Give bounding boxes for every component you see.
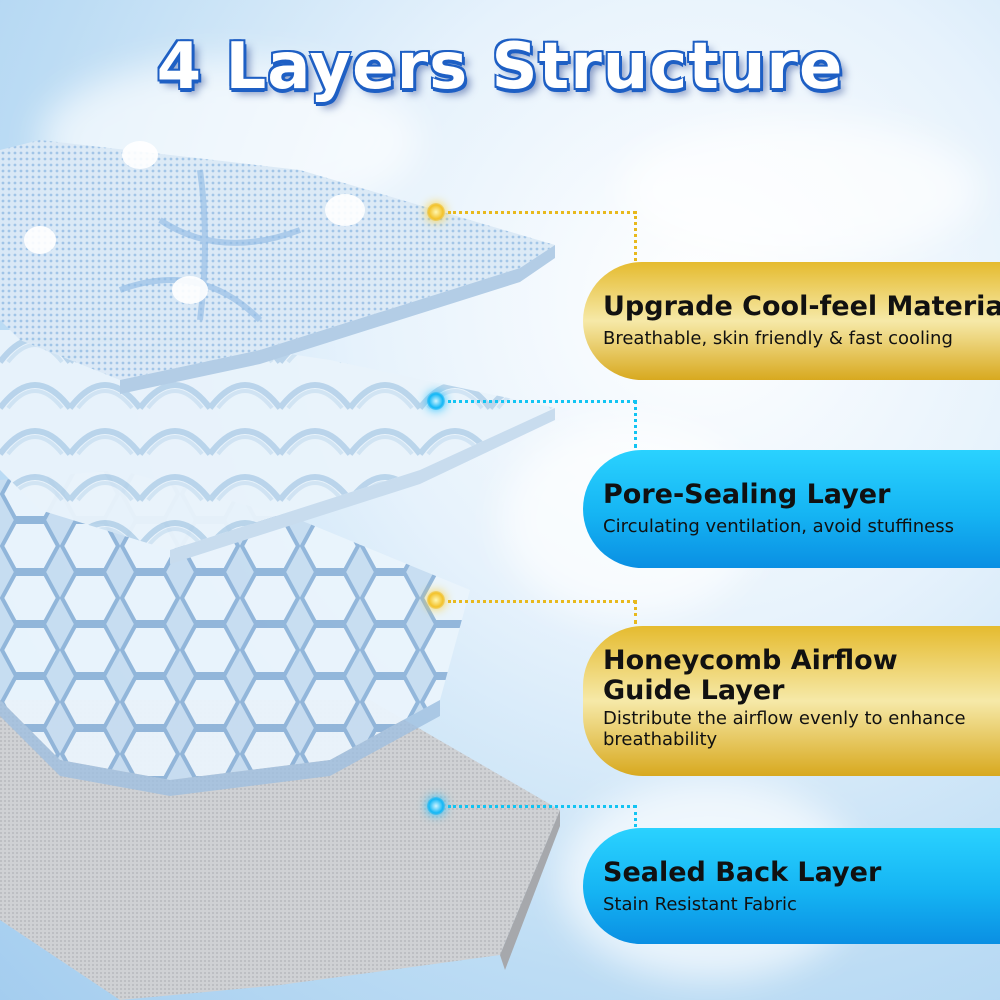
callout-dot-2 (427, 392, 445, 410)
cool-feel-layer-sheet (0, 140, 555, 394)
callout-line-2-vertical (634, 400, 637, 448)
layer-heading: Sealed Back Layer (603, 857, 882, 888)
layer-heading: Pore-Sealing Layer (603, 479, 891, 510)
callout-line-3-vertical (634, 600, 637, 624)
callout-line-4-vertical (634, 805, 637, 827)
layer-description: Breathable, skin friendly & fast cooling (603, 328, 953, 349)
callout-dot-3 (427, 591, 445, 609)
layer-panel-cool-feel: Upgrade Cool-feel Material Breathable, s… (583, 262, 1000, 380)
sparkle (122, 141, 158, 169)
callout-line-1-vertical (634, 211, 637, 261)
callout-dot-1 (427, 203, 445, 221)
layer-heading: Upgrade Cool-feel Material (603, 291, 1000, 322)
sparkle (172, 276, 208, 304)
layer-panel-pore-sealing: Pore-Sealing Layer Circulating ventilati… (583, 450, 1000, 568)
callout-line-3 (448, 600, 636, 603)
layer-heading: Honeycomb Airflow Guide Layer (603, 645, 898, 706)
callout-line-4 (448, 805, 636, 808)
callout-dot-4 (427, 797, 445, 815)
layer-description: Circulating ventilation, avoid stuffines… (603, 516, 954, 537)
layer-description: Distribute the airflow evenly to enhance… (603, 708, 966, 750)
callout-line-1 (448, 211, 636, 214)
honeycomb-layer-sheet (0, 470, 470, 796)
sparkle (325, 194, 365, 226)
sparkle (24, 226, 56, 254)
page-title: 4 Layers Structure (156, 30, 844, 104)
layer-description: Stain Resistant Fabric (603, 894, 797, 915)
cloud (620, 120, 980, 260)
layer-panel-sealed-back: Sealed Back Layer Stain Resistant Fabric (583, 828, 1000, 944)
callout-line-2 (448, 400, 636, 403)
layer-panel-honeycomb: Honeycomb Airflow Guide Layer Distribute… (583, 626, 1000, 776)
